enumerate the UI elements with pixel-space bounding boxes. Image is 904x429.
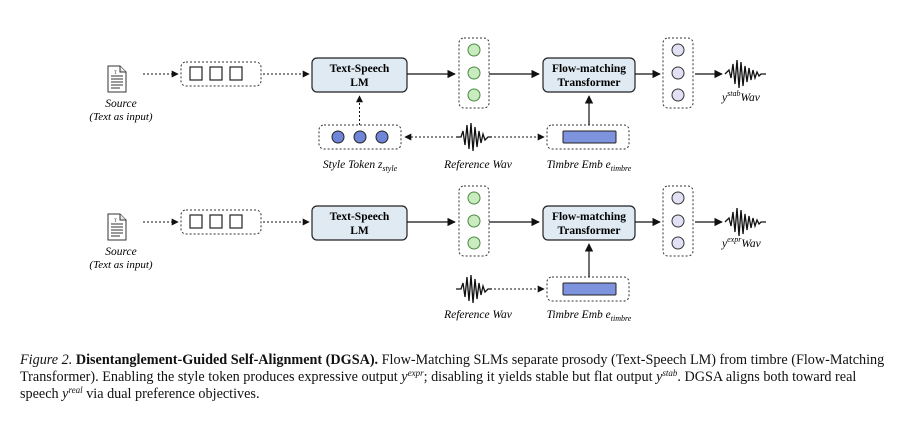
svg-text:Text-Speech: Text-Speech [330, 63, 390, 75]
svg-text:Flow-matching: Flow-matching [552, 63, 626, 75]
source-sub: (Text as input) [89, 111, 152, 123]
svg-text:LM: LM [350, 77, 369, 89]
output-waveform-icon [724, 59, 766, 89]
style-token-label: Style Token zstyle [323, 159, 398, 173]
svg-text:T: T [114, 219, 117, 224]
source-sub: (Text as input) [89, 259, 152, 271]
svg-text:Transformer: Transformer [557, 225, 620, 237]
text-token-group [180, 209, 262, 235]
timbre-embedding [546, 124, 630, 150]
output-waveform-icon [724, 207, 766, 237]
source-label: Source [105, 98, 137, 110]
svg-text:Transformer: Transformer [557, 77, 620, 89]
caption-title: Disentanglement-Guided Self-Alignment (D… [75, 352, 379, 368]
output-label: ystabWav [721, 89, 761, 104]
text-speech-lm-box: Text-Speech LM [311, 57, 408, 93]
reference-waveform-icon [456, 122, 492, 152]
timbre-emb-label: Timbre Emb etimbre [547, 309, 632, 323]
text-token-group [180, 61, 262, 87]
acoustic-output-column [662, 37, 694, 109]
reference-waveform-icon [456, 274, 492, 304]
dgsa-diagram: T Source (Text as input) Text-Speech LM [89, 37, 766, 323]
text-speech-lm-box: Text-Speech LM [311, 205, 408, 241]
acoustic-output-column [662, 185, 694, 257]
reference-wav-label: Reference Wav [443, 159, 513, 171]
document-icon: T [107, 213, 127, 241]
svg-text:Flow-matching: Flow-matching [552, 211, 626, 223]
figure-caption: Figure 2. Disentanglement-Guided Self-Al… [20, 352, 885, 402]
source-label: Source [105, 246, 137, 258]
svg-text:T: T [114, 71, 117, 76]
timbre-embedding [546, 276, 630, 302]
reference-wav-label: Reference Wav [443, 309, 513, 321]
flow-matching-transformer-box: Flow-matching Transformer [542, 57, 636, 93]
figure-number: Figure 2. [20, 352, 73, 368]
output-label: yexprWav [721, 235, 762, 250]
top-pipeline: T Source (Text as input) Text-Speech LM [89, 37, 766, 173]
speech-token-column [458, 185, 490, 257]
bottom-pipeline: T Source (Text as input) Text-Speech LM [89, 185, 766, 323]
flow-matching-transformer-box: Flow-matching Transformer [542, 205, 636, 241]
svg-text:LM: LM [350, 225, 369, 237]
style-token-group [318, 124, 402, 150]
svg-text:Text-Speech: Text-Speech [330, 211, 390, 223]
speech-token-column [458, 37, 490, 109]
document-icon: T [107, 65, 127, 93]
timbre-emb-label: Timbre Emb etimbre [547, 159, 632, 173]
